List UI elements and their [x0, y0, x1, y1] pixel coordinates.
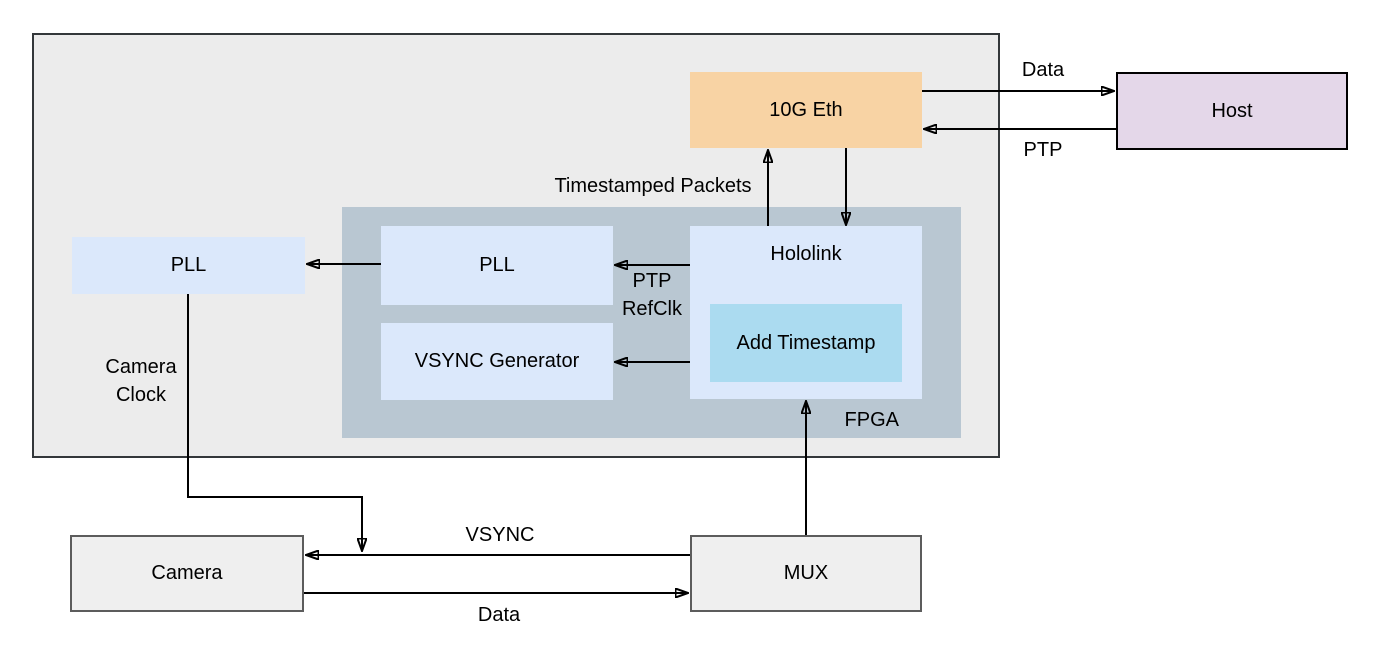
fpga-label: FPGA	[844, 409, 899, 431]
ptp-refclk-label: PTP RefClk	[622, 267, 682, 323]
pll-fpga-block: PLL	[381, 226, 613, 305]
data-to-host-label: Data	[1021, 59, 1065, 81]
vsync-generator-label: VSYNC Generator	[414, 350, 580, 372]
ptp-refclk-line1: PTP	[632, 270, 672, 292]
mux-block: MUX	[690, 535, 922, 612]
add-timestamp-block: Add Timestamp	[710, 304, 902, 382]
add-timestamp-label: Add Timestamp	[736, 331, 876, 354]
camera-block: Camera	[70, 535, 304, 612]
mux-label: MUX	[783, 562, 829, 584]
vsync-label: VSYNC	[465, 524, 535, 546]
host-block: Host	[1116, 72, 1348, 150]
ptp-from-host-label: PTP	[1023, 139, 1063, 161]
pll-external-block: PLL	[72, 237, 305, 294]
pll-external-label: PLL	[170, 254, 207, 276]
vsync-generator-block: VSYNC Generator	[381, 323, 613, 400]
camera-clock-line2: Clock	[115, 384, 167, 406]
data-from-camera-label: Data	[477, 604, 521, 626]
timestamped-packets-label: Timestamped Packets	[554, 175, 752, 197]
pll-fpga-label: PLL	[479, 254, 515, 276]
camera-clock-line1: Camera	[105, 356, 177, 378]
10g-eth-block: 10G Eth	[690, 72, 922, 148]
host-label: Host	[1211, 99, 1253, 122]
hololink-label: Hololink	[770, 243, 842, 265]
camera-label: Camera	[151, 562, 223, 584]
10g-eth-label: 10G Eth	[769, 98, 843, 121]
ptp-refclk-line2: RefClk	[621, 298, 683, 320]
camera-clock-label: Camera Clock	[105, 353, 176, 409]
